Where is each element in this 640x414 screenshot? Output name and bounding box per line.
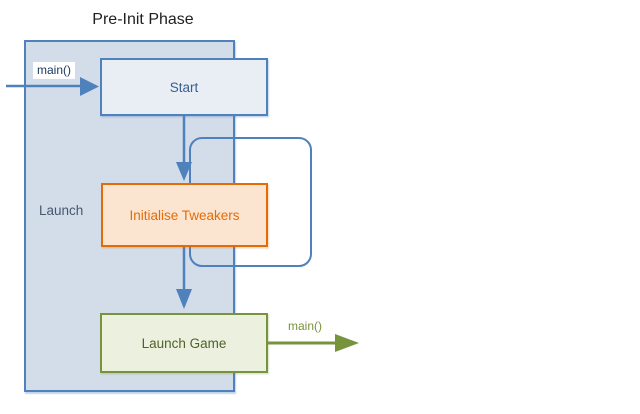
- node-initialise-tweakers-label: Initialise Tweakers: [129, 207, 240, 223]
- diagram-title: Pre-Init Phase: [92, 11, 194, 28]
- node-start: Start: [100, 58, 268, 116]
- outgoing-arrow-label: main(): [288, 319, 323, 333]
- container-label-launch: Launch: [39, 203, 84, 218]
- incoming-arrow-label: main(): [33, 62, 76, 79]
- outgoing-main-arrow: [268, 334, 359, 352]
- node-launch-game-label: Launch Game: [141, 335, 227, 351]
- node-launch-game: Launch Game: [100, 313, 268, 373]
- node-initialise-tweakers: Initialise Tweakers: [101, 183, 268, 247]
- node-start-label: Start: [169, 79, 199, 95]
